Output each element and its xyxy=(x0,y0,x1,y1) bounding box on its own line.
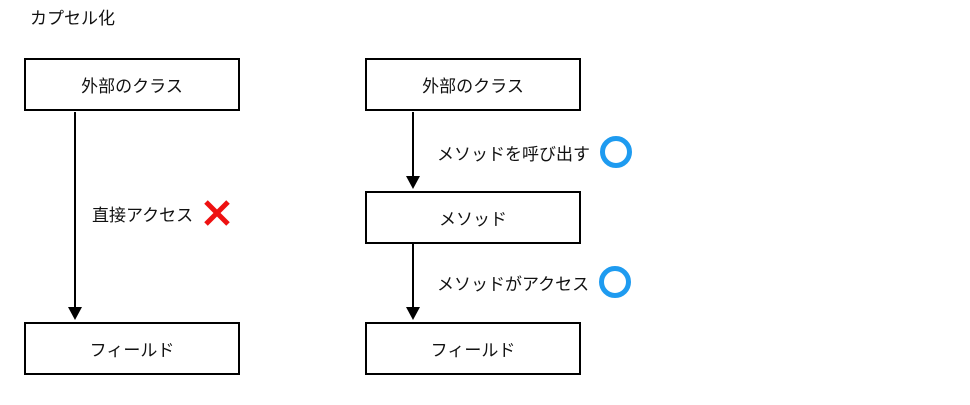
edge-label-text: 直接アクセス xyxy=(92,205,194,225)
arrow-direct-access xyxy=(68,112,82,320)
red-cross-icon xyxy=(204,200,230,226)
edge-label-text: メソッドを呼び出す xyxy=(437,144,590,164)
arrow-head-icon xyxy=(406,176,420,189)
node-right-external-class: 外部のクラス xyxy=(365,58,581,111)
arrow-method-access xyxy=(406,244,420,320)
edge-label-text: メソッドがアクセス xyxy=(437,274,590,294)
edge-label-direct-access: 直接アクセス xyxy=(92,197,231,229)
node-label: フィールド xyxy=(89,341,175,360)
node-label: フィールド xyxy=(430,341,516,360)
node-left-field: フィールド xyxy=(24,322,240,375)
arrow-shaft xyxy=(412,244,414,308)
node-right-field: フィールド xyxy=(365,322,581,375)
arrow-shaft xyxy=(74,112,76,308)
arrow-call-method xyxy=(406,112,420,189)
edge-label-call-method: メソッドを呼び出す xyxy=(437,136,632,168)
node-label: 外部のクラス xyxy=(81,77,183,96)
arrow-head-icon xyxy=(406,307,420,320)
node-method: メソッド xyxy=(365,191,581,244)
arrow-shaft xyxy=(412,112,414,177)
node-label: 外部のクラス xyxy=(422,77,524,96)
node-label: メソッド xyxy=(439,210,507,229)
diagram-title: カプセル化 xyxy=(30,9,115,28)
arrow-head-icon xyxy=(68,307,82,320)
edge-label-method-access: メソッドがアクセス xyxy=(437,266,632,298)
node-left-external-class: 外部のクラス xyxy=(24,58,240,111)
blue-circle-icon xyxy=(599,266,632,298)
blue-circle-icon xyxy=(600,136,632,168)
